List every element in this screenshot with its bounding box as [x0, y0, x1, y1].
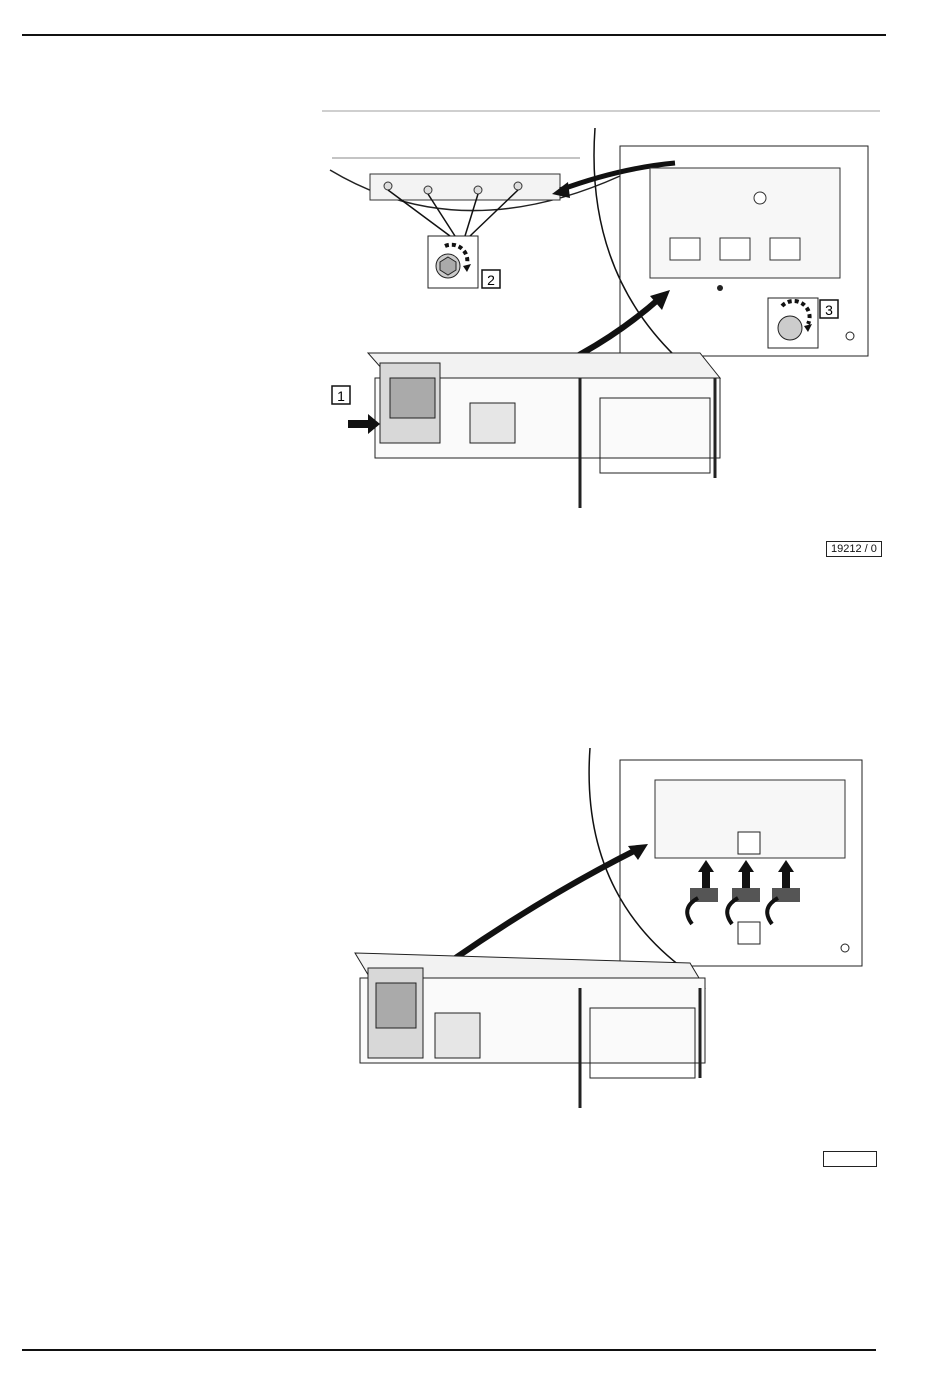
section-divider — [322, 110, 880, 112]
machine-body — [368, 353, 720, 508]
machine-body — [355, 953, 705, 1108]
footer-rule — [22, 1349, 876, 1351]
figure-1-reference: 19212 / 0 — [826, 541, 882, 557]
detail-circle-board — [589, 748, 862, 966]
callout-1: 1 — [337, 388, 345, 404]
callout-3: 3 — [825, 302, 833, 318]
header-rule — [22, 34, 886, 36]
figure-2-illustration — [340, 748, 880, 1118]
figure-1-illustration: 2 3 1 — [320, 128, 880, 518]
detail-circle-screws — [330, 158, 620, 288]
figure-2-reference — [823, 1151, 877, 1167]
callout-2: 2 — [487, 272, 495, 288]
